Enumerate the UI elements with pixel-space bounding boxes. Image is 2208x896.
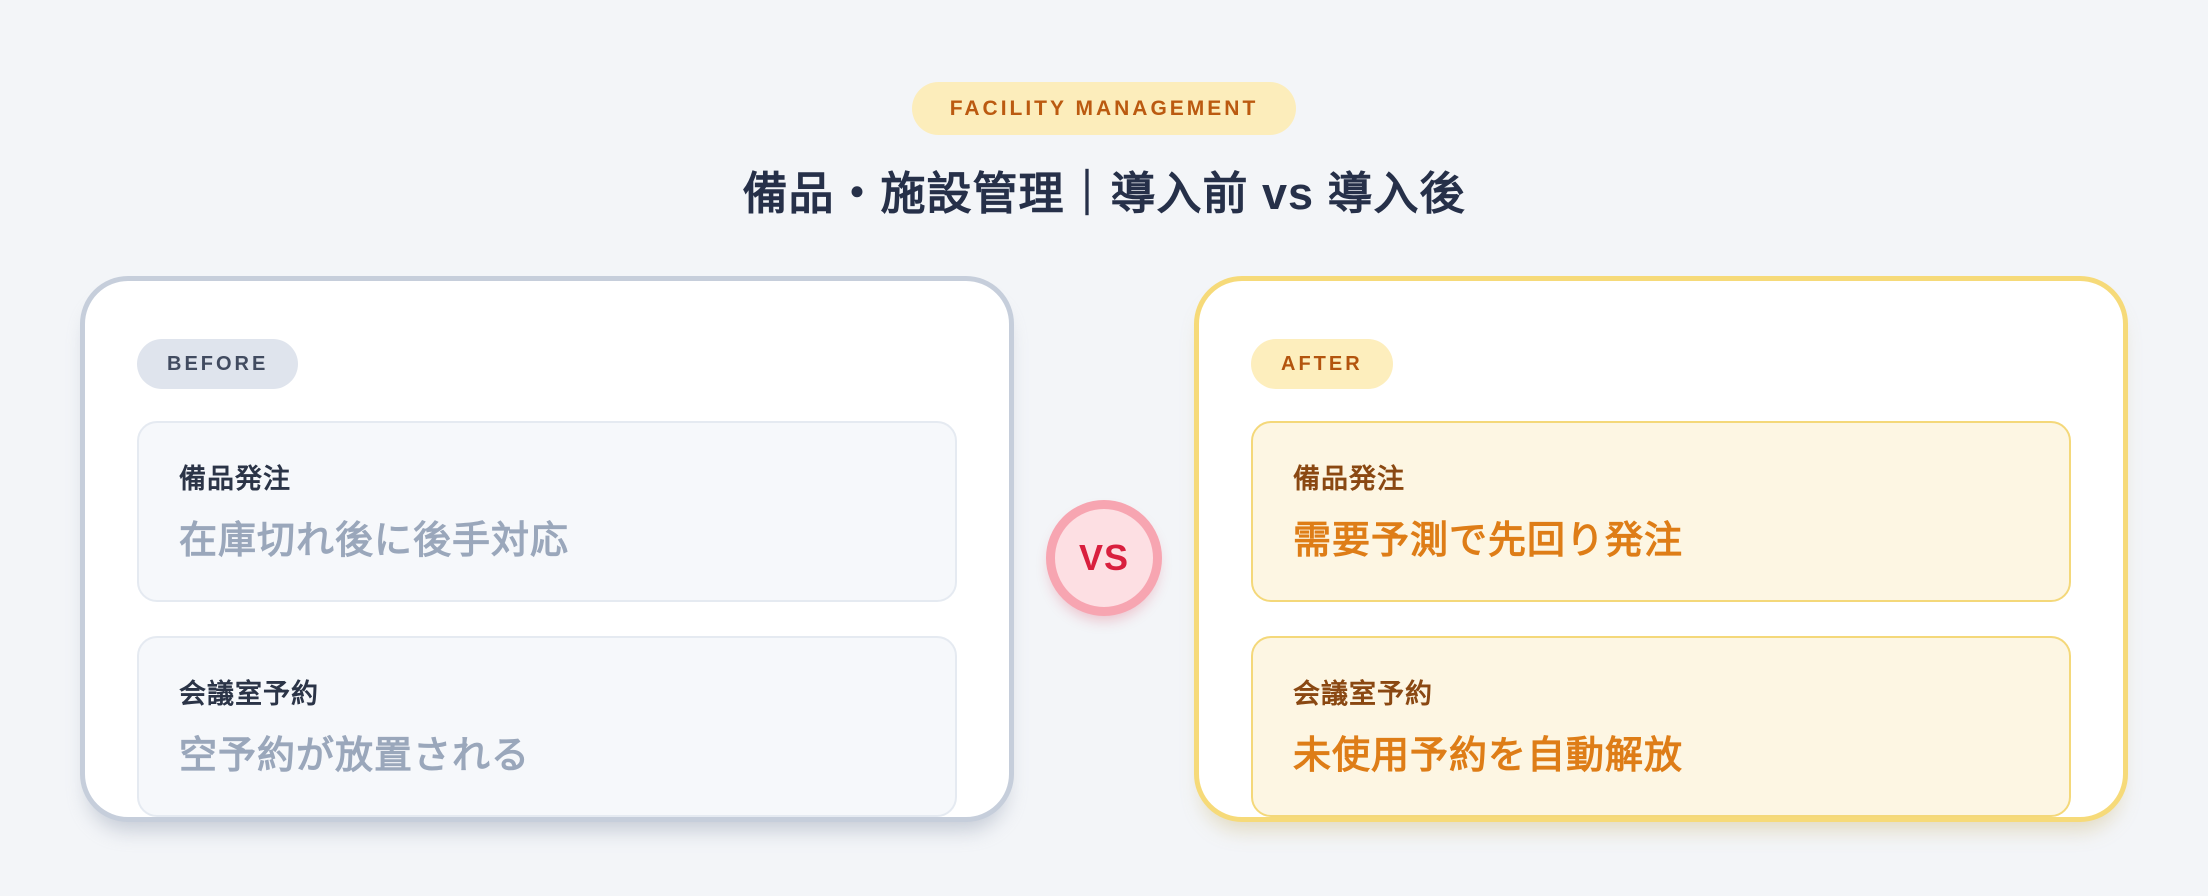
- vs-column: VS: [1014, 276, 1194, 822]
- after-card: AFTER 備品発注 需要予測で先回り発注 会議室予約 未使用予約を自動解放: [1194, 276, 2128, 822]
- vs-badge: VS: [1046, 500, 1162, 616]
- page-title: 備品・施設管理｜導入前 vs 導入後: [742, 168, 1466, 219]
- item-label: 会議室予約: [179, 679, 319, 709]
- item-value: 空予約が放置される: [179, 735, 531, 777]
- after-badge: AFTER: [1251, 339, 1393, 389]
- after-item-equipment-order: 備品発注 需要予測で先回り発注: [1251, 421, 2071, 602]
- item-value: 在庫切れ後に後手対応: [179, 520, 570, 562]
- item-label: 備品発注: [1293, 464, 1405, 494]
- item-label: 会議室予約: [1293, 679, 1433, 709]
- after-item-list: 備品発注 需要予測で先回り発注 会議室予約 未使用予約を自動解放: [1251, 421, 2071, 817]
- before-item-equipment-order: 備品発注 在庫切れ後に後手対応: [137, 421, 957, 602]
- item-label: 備品発注: [179, 464, 291, 494]
- item-value: 需要予測で先回り発注: [1293, 520, 1684, 562]
- after-item-meeting-room: 会議室予約 未使用予約を自動解放: [1251, 636, 2071, 817]
- item-value: 未使用予約を自動解放: [1293, 735, 1684, 777]
- before-item-meeting-room: 会議室予約 空予約が放置される: [137, 636, 957, 817]
- category-badge: FACILITY MANAGEMENT: [911, 82, 1297, 135]
- comparison-section: BEFORE 備品発注 在庫切れ後に後手対応 会議室予約 空予約が放置される V…: [0, 276, 2208, 822]
- before-card: BEFORE 備品発注 在庫切れ後に後手対応 会議室予約 空予約が放置される: [80, 276, 1014, 822]
- before-badge: BEFORE: [137, 339, 299, 389]
- before-item-list: 備品発注 在庫切れ後に後手対応 会議室予約 空予約が放置される: [137, 421, 957, 817]
- header: FACILITY MANAGEMENT 備品・施設管理｜導入前 vs 導入後: [0, 0, 2208, 222]
